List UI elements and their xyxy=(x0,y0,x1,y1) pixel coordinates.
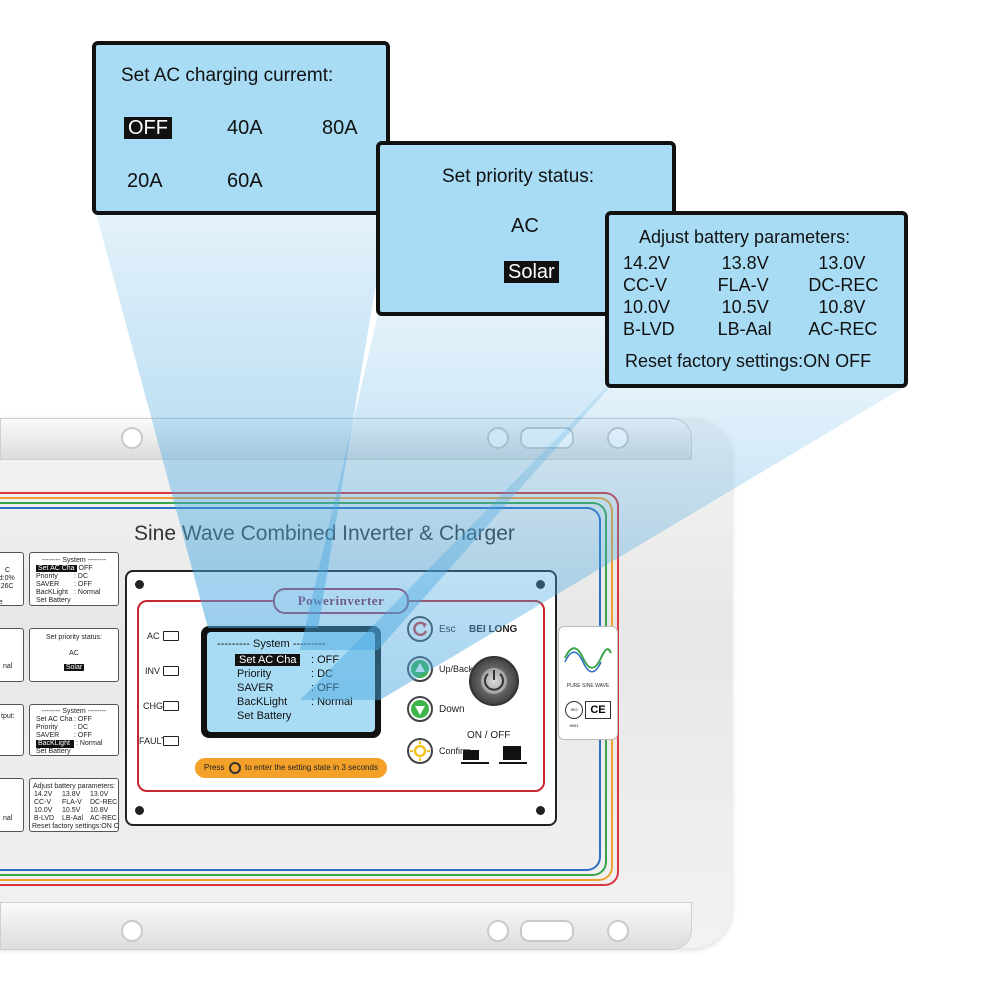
down-triangle-icon xyxy=(411,700,429,718)
up-back-button[interactable] xyxy=(407,656,433,682)
option-60a[interactable]: 60A xyxy=(227,170,263,192)
confirm-button[interactable] xyxy=(407,738,433,764)
option-off[interactable]: OFF xyxy=(124,117,172,140)
led-ac xyxy=(163,631,179,641)
battery-param[interactable]: AC-REC xyxy=(808,319,878,339)
esc-label: Esc xyxy=(439,624,456,635)
press-hint: Press to enter the setting state in 3 se… xyxy=(195,758,387,778)
mount-slot xyxy=(520,920,574,942)
on-switch[interactable] xyxy=(461,748,489,766)
battery-param[interactable]: B-LVD xyxy=(623,319,675,339)
down-label: Down xyxy=(439,704,465,715)
battery-param[interactable]: 13.0V xyxy=(818,253,866,273)
battery-params-grid: 14.2V 13.8V 13.0V CC-V FLA-V DC-REC 10.0… xyxy=(623,253,895,340)
option-40a[interactable]: 40A xyxy=(227,117,263,139)
reset-factory-settings[interactable]: Reset factory settings:ON OFF xyxy=(625,351,872,371)
lcd-screen: --------- System --------- Set AC Cha : … xyxy=(201,626,381,738)
callout-ac-charging: Set AC charging curremt: OFF 40A 80A 20A… xyxy=(92,41,390,215)
pure-sine-badge: PURE SINE WAVE ISO 9001 CE xyxy=(558,626,618,740)
mount-hole xyxy=(487,920,509,942)
power-icon xyxy=(484,670,504,691)
battery-param[interactable]: DC-REC xyxy=(808,275,879,295)
lcd-row-label: BacKLight xyxy=(237,696,288,708)
option-80a[interactable]: 80A xyxy=(322,117,358,139)
off-switch[interactable] xyxy=(499,744,527,766)
esc-button[interactable] xyxy=(407,616,433,642)
mount-slot xyxy=(520,427,574,449)
top-fin xyxy=(0,418,692,460)
battery-param[interactable]: CC-V xyxy=(623,275,667,295)
lcd-row-label: Set Battery xyxy=(237,710,292,722)
lcd-row-value: : OFF xyxy=(311,654,340,666)
screw xyxy=(536,806,545,815)
control-panel: Powerinverter AC INV CHG FAULT ---------… xyxy=(125,570,557,826)
battery-param[interactable]: 10.0V xyxy=(623,297,671,317)
led-inv xyxy=(163,666,179,676)
power-button[interactable] xyxy=(469,656,519,706)
option-20a[interactable]: 20A xyxy=(127,170,163,192)
led-chg xyxy=(163,701,179,711)
iso-mark-icon: ISO 9001 xyxy=(565,701,583,728)
mini-card-left-3: tput: xyxy=(0,704,24,756)
callout-ac-title: Set AC charging curremt: xyxy=(121,65,334,86)
battery-param[interactable]: 10.5V xyxy=(721,297,769,317)
bottom-fin xyxy=(0,902,692,950)
battery-param[interactable]: FLA-V xyxy=(717,275,769,295)
mini-card-priority: Set priority status: AC Solar xyxy=(29,628,119,682)
up-triangle-icon xyxy=(411,660,429,678)
mount-hole xyxy=(121,920,143,942)
led-label-chg: CHG xyxy=(143,701,163,711)
callout-battery: Adjust battery parameters: 14.2V 13.8V 1… xyxy=(605,211,908,388)
confirm-mini-icon xyxy=(228,761,241,774)
sun-icon xyxy=(410,741,430,761)
lcd-row-value: : Normal xyxy=(311,696,353,708)
option-solar[interactable]: Solar xyxy=(504,261,559,284)
battery-param[interactable]: 14.2V xyxy=(623,253,671,273)
led-fault xyxy=(163,736,179,746)
mini-card-left-4: nal xyxy=(0,778,24,832)
mini-card-system-2: -------- System -------- Set AC Cha: OFF… xyxy=(29,704,119,756)
lcd-row-value: : OFF xyxy=(311,682,340,694)
lcd-row-value: : DC xyxy=(311,668,333,680)
on-off-label: ON / OFF xyxy=(467,730,511,741)
lcd-header: --------- System --------- xyxy=(217,638,326,650)
ce-mark-icon: CE xyxy=(585,701,611,719)
brand-label: Powerinverter xyxy=(273,588,409,614)
mini-card-left-1: C oad:0% np:26C ode xyxy=(0,552,24,606)
lcd-row-label: SAVER xyxy=(237,682,274,694)
mount-hole xyxy=(607,920,629,942)
up-back-label: Up/Back xyxy=(439,664,474,674)
maker-label: BEI LONG xyxy=(469,624,518,635)
led-label-ac: AC xyxy=(147,631,160,641)
sine-wave-icon xyxy=(564,647,612,673)
refresh-icon xyxy=(413,621,428,637)
battery-param[interactable]: LB-Aal xyxy=(717,319,772,339)
down-button[interactable] xyxy=(407,696,433,722)
callout-battery-title: Adjust battery parameters: xyxy=(639,227,851,247)
battery-param[interactable]: 10.8V xyxy=(818,297,866,317)
device-title: Sine Wave Combined Inverter & Charger xyxy=(134,522,515,545)
mini-card-left-2: nal xyxy=(0,628,24,682)
lcd-row-label: Set AC Cha xyxy=(235,654,301,666)
led-label-inv: INV xyxy=(145,666,161,676)
mount-hole xyxy=(121,427,143,449)
led-label-fault: FAULT xyxy=(139,736,167,746)
mount-hole xyxy=(487,427,509,449)
mount-hole xyxy=(607,427,629,449)
screw xyxy=(135,806,144,815)
confirm-label: Confirm xyxy=(439,746,471,756)
lcd-row-label: Priority xyxy=(237,668,272,680)
callout-priority-title: Set priority status: xyxy=(442,166,595,187)
pure-sine-label: PURE SINE WAVE xyxy=(566,683,610,689)
screw xyxy=(536,580,545,589)
option-ac[interactable]: AC xyxy=(511,215,539,237)
battery-param[interactable]: 13.8V xyxy=(721,253,769,273)
mini-card-system: -------- System -------- Set AC Cha OFF … xyxy=(29,552,119,606)
screw xyxy=(135,580,144,589)
